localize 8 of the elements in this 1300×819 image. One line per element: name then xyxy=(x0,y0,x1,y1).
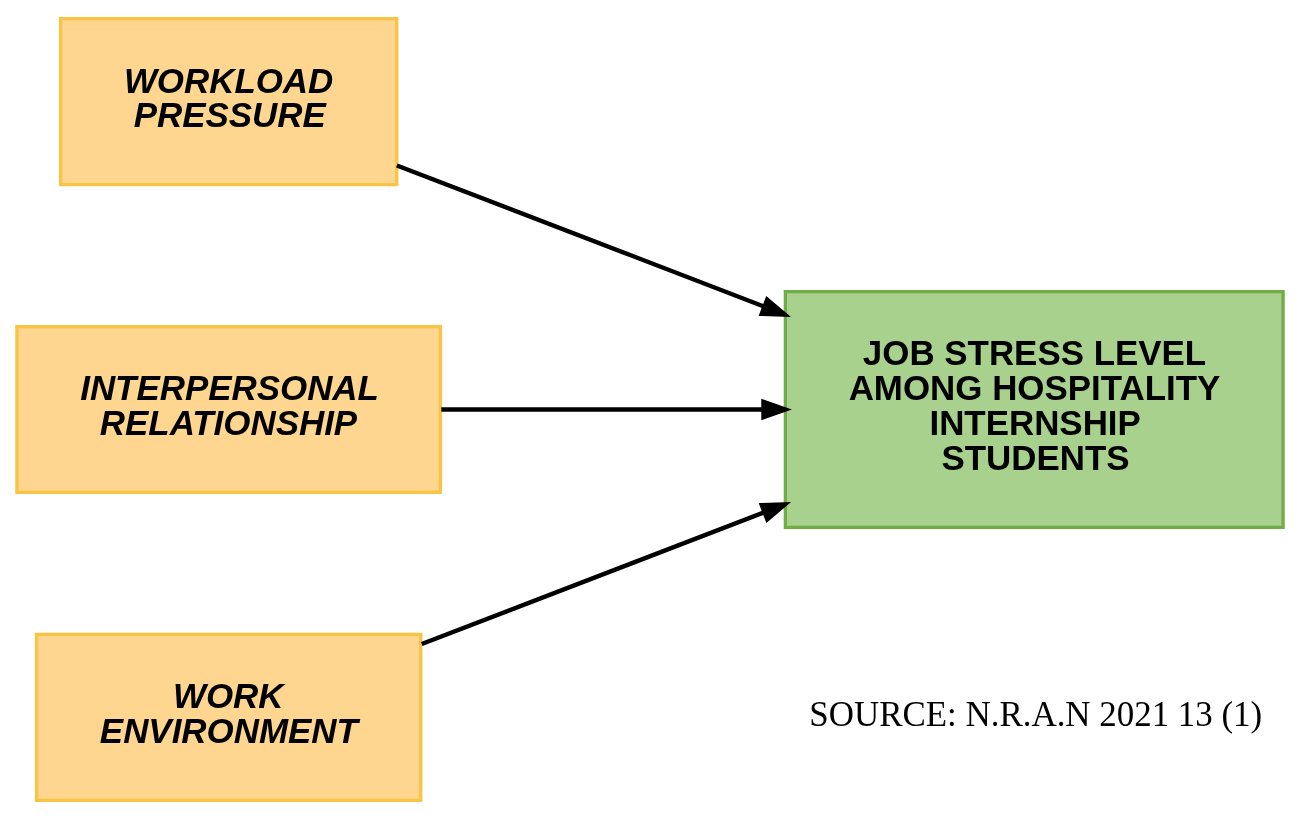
node-box: INTERPERSONAL RELATIONSHIP xyxy=(15,324,443,495)
node-box: WORK ENVIRONMENT xyxy=(34,632,423,802)
node-box: WORKLOAD PRESSURE xyxy=(58,17,399,187)
arrow xyxy=(441,398,792,421)
arrow xyxy=(420,502,792,647)
node-box: JOB STRESS LEVEL AMONG HOSPITALITY INTERNSHIP STUDENTS xyxy=(783,289,1285,530)
label: SOURCE: N.R.A.N 2021 13 (1) xyxy=(809,694,1263,734)
arrow xyxy=(396,163,791,317)
